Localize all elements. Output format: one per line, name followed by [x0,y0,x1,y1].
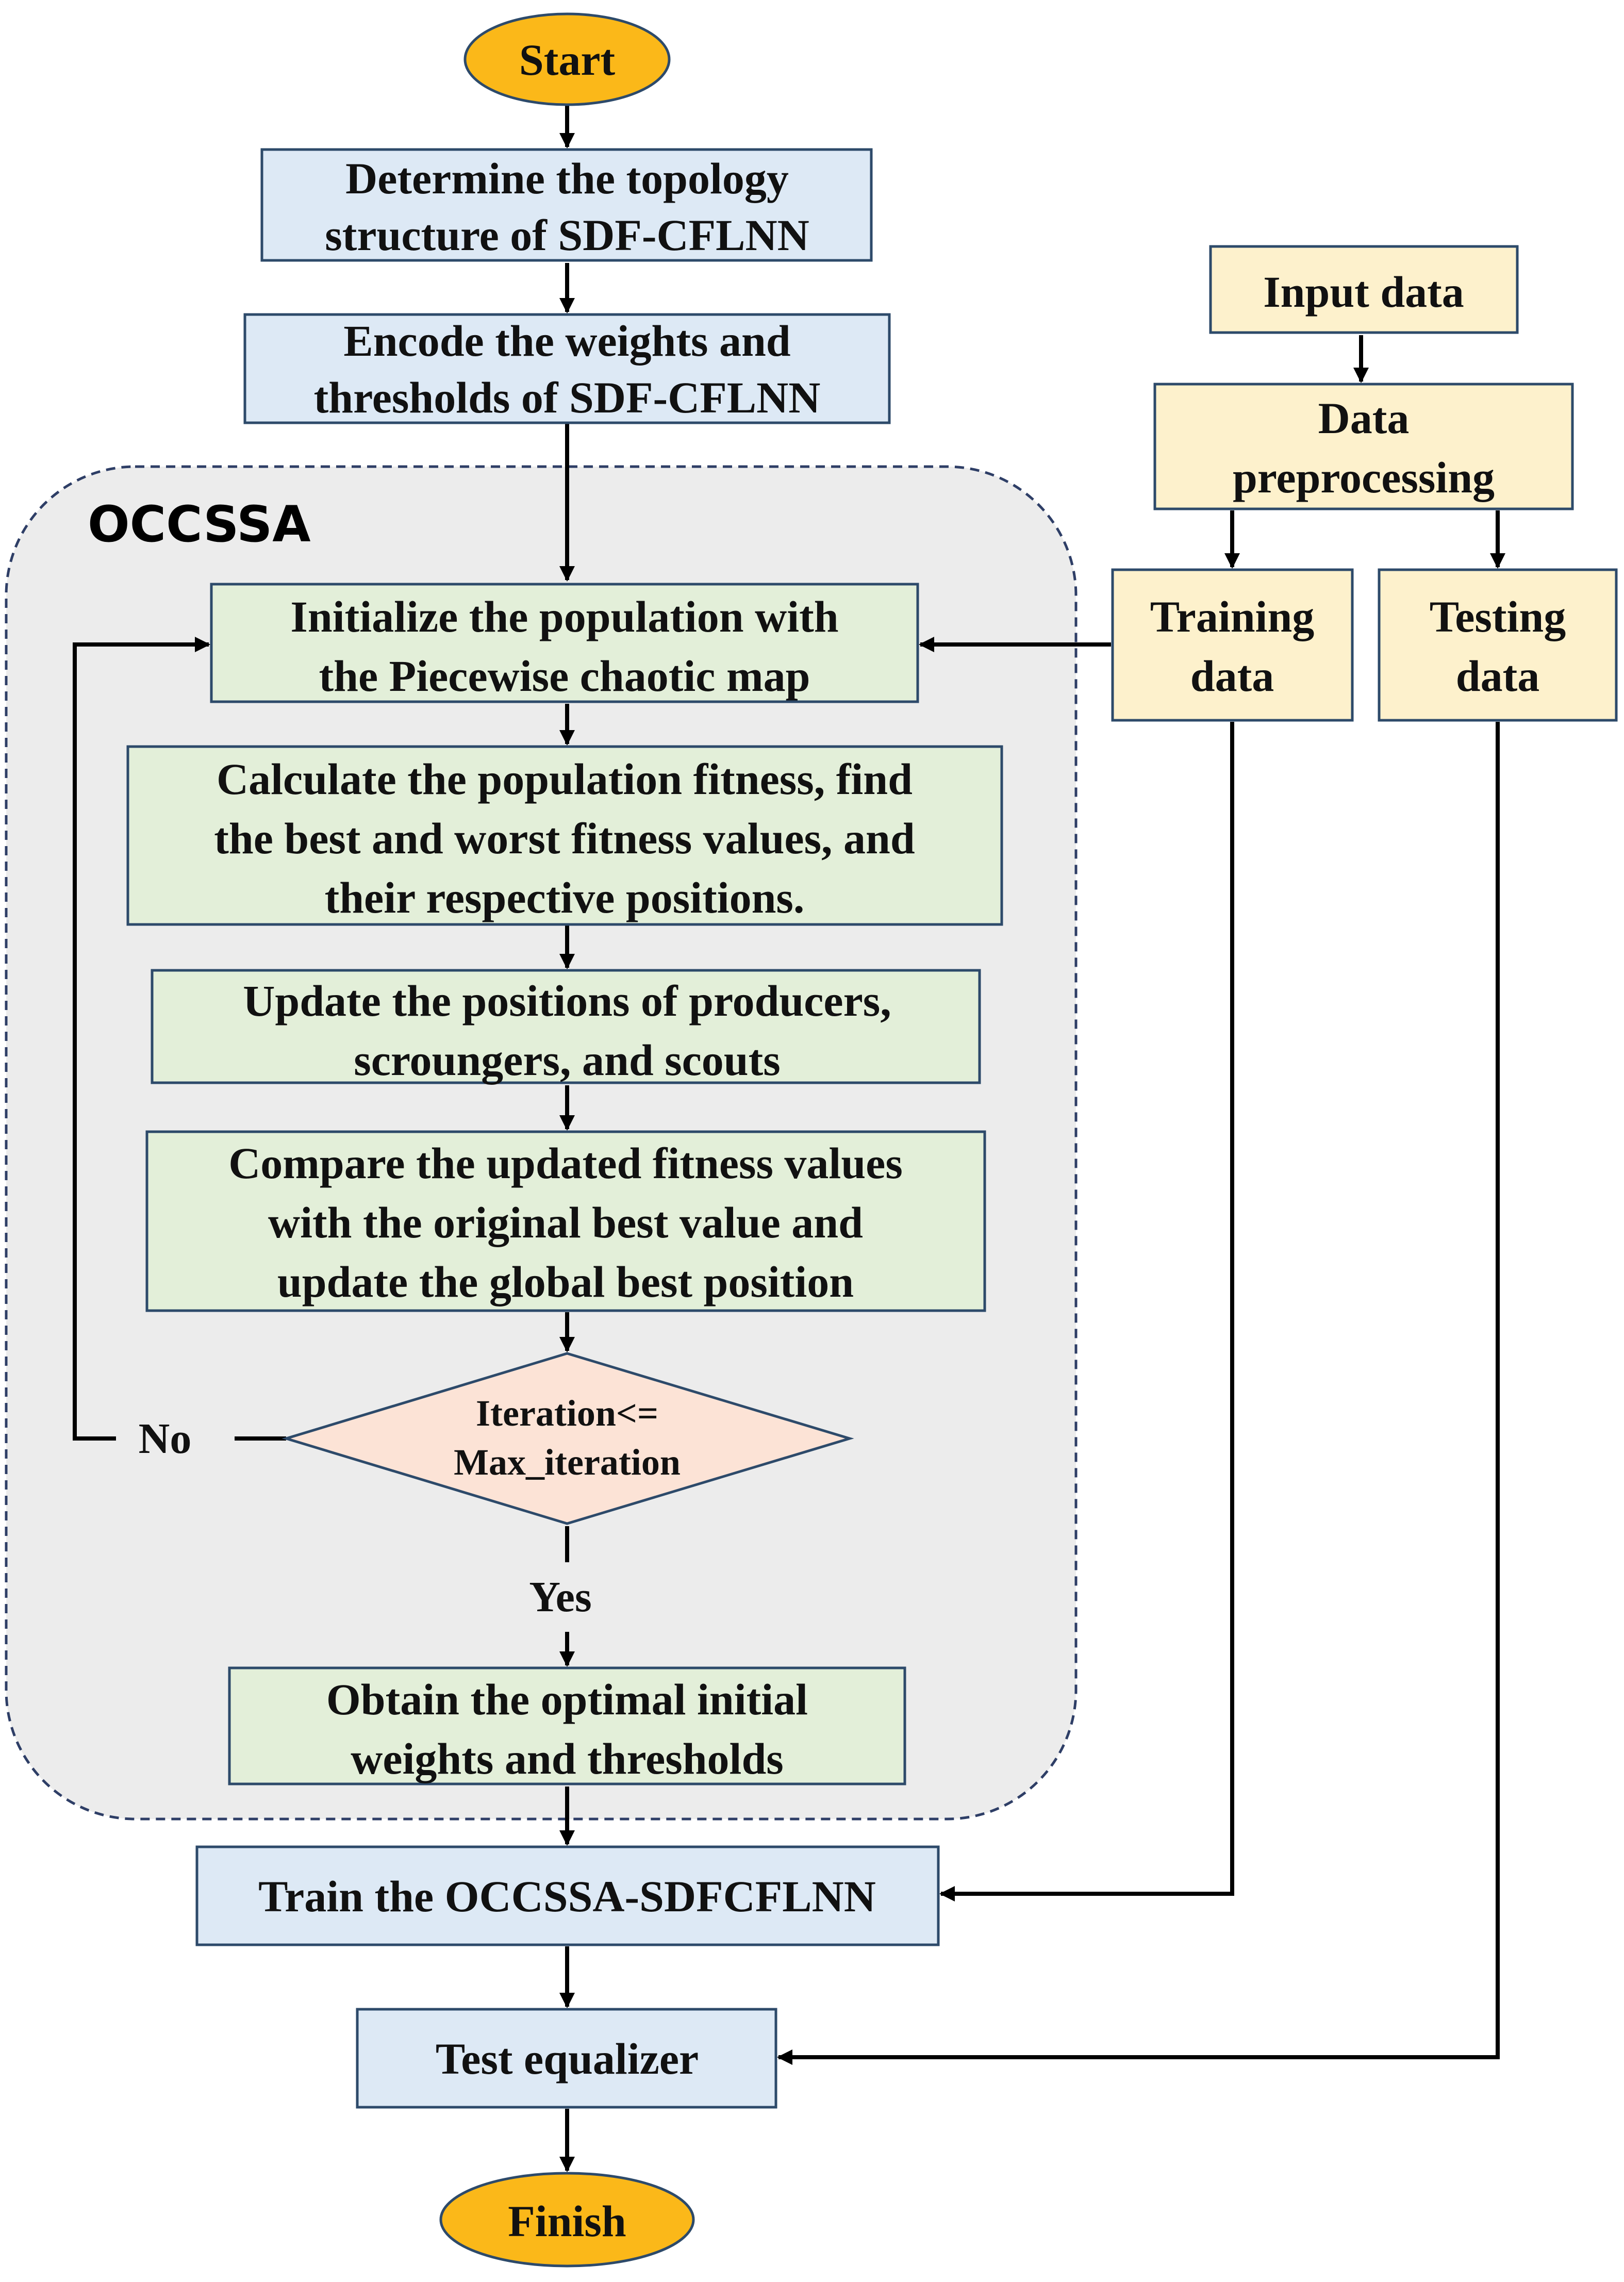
svg-text:the Piecewise chaotic map: the Piecewise chaotic map [319,651,810,701]
svg-text:thresholds of SDF-CFLNN: thresholds of SDF-CFLNN [314,373,821,422]
svg-text:Determine the topology: Determine the topology [345,154,789,203]
svg-text:Initialize the population with: Initialize the population with [290,592,838,641]
finish-label: Finish [508,2196,626,2246]
svg-text:with the original best value a: with the original best value and [268,1198,863,1247]
occssa-label: OCCSSA [88,495,311,553]
encode-weights-box: Encode the weights and thresholds of SDF… [243,313,891,424]
compare-fitness-box: Compare the updated fitness values with … [145,1130,986,1312]
svg-text:preprocessing: preprocessing [1233,453,1495,502]
update-positions-box: Update the positions of producers, scrou… [151,969,981,1085]
iteration-decision: Iteration<= Max_iteration [281,1352,854,1525]
start-label: Start [519,35,616,85]
testing-data-box: Testing data [1378,568,1618,722]
yes-label: Yes [529,1573,591,1621]
svg-text:Input data: Input data [1263,267,1464,317]
svg-text:Obtain the optimal initial: Obtain the optimal initial [326,1675,808,1724]
svg-text:Compare the updated fitness va: Compare the updated fitness values [228,1138,903,1188]
svg-text:Calculate the population fitne: Calculate the population fitness, find [217,754,913,804]
svg-text:their respective positions.: their respective positions. [325,873,805,922]
svg-text:the best and worst fitness val: the best and worst fitness values, and [214,814,915,863]
finish-terminal: Finish [439,2172,695,2268]
start-terminal: Start [463,12,671,106]
svg-text:data: data [1190,651,1274,701]
training-data-box: Training data [1111,568,1354,722]
svg-text:Testing: Testing [1430,592,1566,641]
svg-text:Data: Data [1318,393,1410,443]
svg-text:Update the positions of produc: Update the positions of producers, [243,976,891,1026]
svg-text:Max_iteration: Max_iteration [454,1442,681,1483]
svg-text:Test equalizer: Test equalizer [436,2034,699,2083]
input-data-box: Input data [1209,245,1519,334]
obtain-optimal-box: Obtain the optimal initial weights and t… [228,1666,906,1785]
calculate-fitness-box: Calculate the population fitness, find t… [126,745,1003,926]
svg-text:data: data [1456,651,1539,701]
train-box: Train the OCCSSA-SDFCFLNN [195,1845,940,1946]
test-equalizer-box: Test equalizer [356,2008,777,2109]
svg-text:Iteration<=: Iteration<= [476,1393,658,1434]
determine-topology-box: Determine the topology structure of SDF-… [260,148,873,262]
connectors [73,106,1505,2172]
svg-text:scroungers, and scouts: scroungers, and scouts [354,1035,780,1085]
svg-text:update the global best positio: update the global best position [277,1257,854,1307]
svg-text:Training: Training [1150,592,1315,641]
svg-text:structure of SDF-CFLNN: structure of SDF-CFLNN [325,210,809,260]
svg-text:Encode the weights and: Encode the weights and [343,316,790,366]
initialize-population-box: Initialize the population with the Piece… [210,583,919,703]
no-label: No [139,1415,192,1463]
data-preprocessing-box: Data preprocessing [1153,383,1574,510]
svg-text:Train the OCCSSA-SDFCFLNN: Train the OCCSSA-SDFCFLNN [258,1872,876,1921]
svg-text:weights and thresholds: weights and thresholds [351,1734,784,1783]
